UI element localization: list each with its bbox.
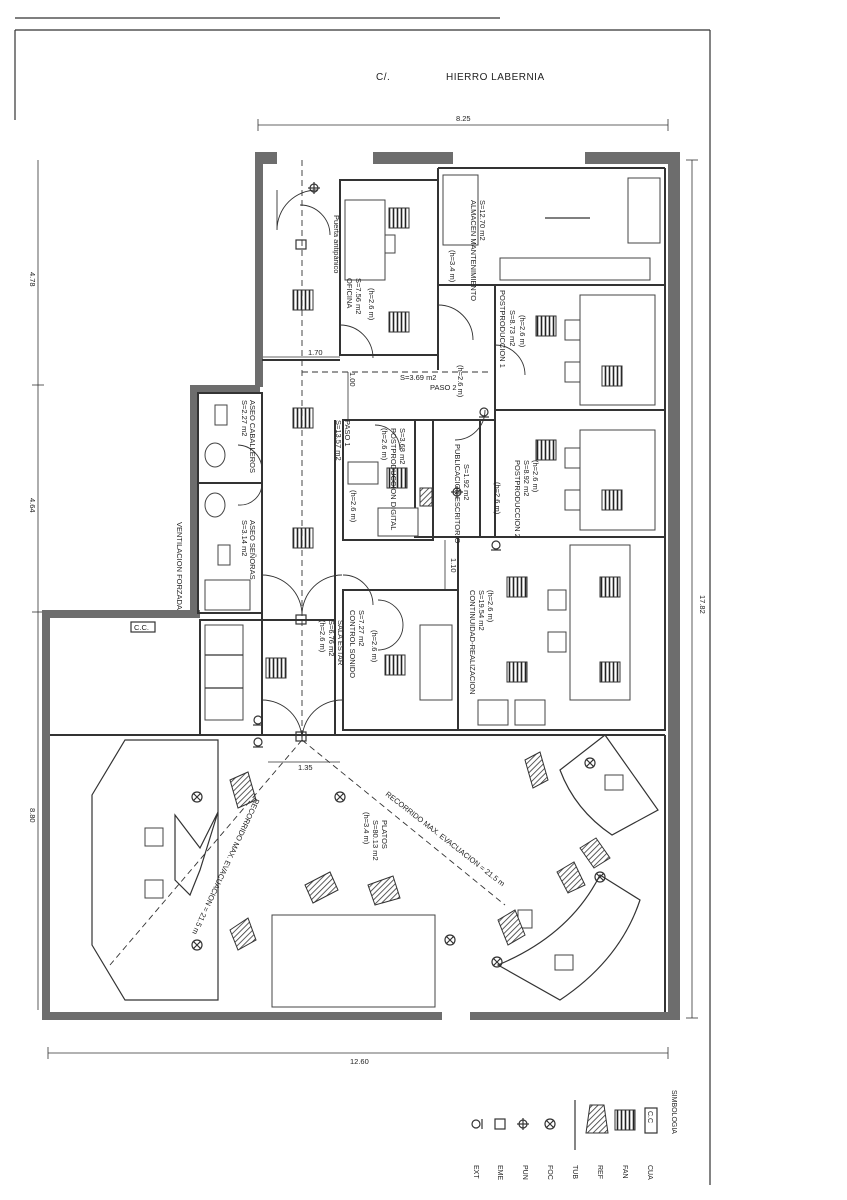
oficina-area: S=7.56 m2 — [354, 278, 363, 314]
control-sonido-area: S=7.27 m2 — [357, 610, 366, 646]
paso2-area: S=3.69 m2 — [400, 373, 436, 382]
post2-height: (h=2.6 m) — [531, 460, 540, 493]
post-dig-name: POSTPRODUCCION DIGITAL — [389, 428, 398, 530]
cc-boxes: C.C. — [130, 621, 156, 633]
sala-estar-name: SALA ESTAR — [336, 620, 345, 666]
post1-name: POSTPRODUCCION 1 — [498, 290, 507, 368]
dim-left-upper: 4.78 — [28, 272, 37, 287]
control-sonido-height: (h=2.6 m) — [370, 630, 379, 663]
evacuation-routes — [109, 160, 506, 966]
post-dig-area: S=3.68 m2 — [398, 428, 407, 464]
emergency-lights — [295, 239, 307, 742]
ventilation-grilles — [265, 207, 623, 683]
almacen-name: ALMACEN MANTENIMIENTO — [469, 200, 478, 301]
dim-top-label: 8.25 — [456, 114, 471, 123]
cc-label: C.C. — [134, 623, 149, 632]
sala-estar-height: (h=2.6 m) — [318, 620, 327, 653]
legend-label-1: CUA — [646, 1165, 653, 1180]
legend-label-6: PUN — [521, 1165, 528, 1180]
post2-height-b: (h=2.6 m) — [493, 482, 502, 515]
exterior-walls — [42, 152, 680, 1020]
legend-label-2: FAN — [621, 1165, 628, 1179]
continuidad-name: CONTINUIDAD-REALIZACION — [468, 590, 477, 695]
post2-area: S=8.92 m2 — [522, 460, 531, 496]
oficina-height: (h=2.6 m) — [367, 288, 376, 321]
almacen-height: (h=3.4 m) — [448, 250, 457, 283]
legend-label-8: EXT — [472, 1165, 479, 1179]
legend-label-7: EME — [496, 1165, 503, 1181]
platos-area: S=80.13 m2 — [371, 820, 380, 861]
sala-estar-area: S=6.76 m2 — [327, 620, 336, 656]
legend-label-5: FOC — [546, 1165, 553, 1180]
aseo-sen-area: S=3.14 m2 — [240, 520, 249, 556]
dim-right-label: 17.82 — [698, 595, 707, 614]
oficina-extra: Puerta antipánico — [332, 215, 341, 273]
legend-label-3: REF — [596, 1165, 603, 1179]
exit-signs — [253, 407, 501, 748]
aseo-sen-name: ASEO SEÑORAS — [248, 520, 257, 580]
recorrido-label-right: RECORRIDO MAX. EVACUACION = 21.5 m — [384, 789, 507, 888]
room-labels: S=12.70 m2 ALMACEN MANTENIMIENTO (h=3.4 … — [175, 200, 540, 936]
street-name: HIERRO LABERNIA — [446, 72, 545, 83]
publicacion-name: PUBLICACION ESCRITORIO — [453, 444, 462, 544]
post2-name: POSTPRODUCCION 2 — [513, 460, 522, 538]
paso1-area: S=13.57 m2 — [334, 420, 343, 461]
dim-170: 1.70 — [308, 348, 323, 357]
continuidad-area: S=19.54 m2 — [477, 590, 486, 631]
fire-detectors — [191, 757, 606, 968]
dimension-right: 17.82 — [686, 159, 707, 1019]
hatched-fixtures — [229, 487, 611, 951]
paso1-height: (h=2.6 m) — [349, 490, 358, 523]
aseo-cab-name: ASEO CABALLEROS — [248, 400, 257, 473]
post-dig-height: (h=2.6 m) — [380, 428, 389, 461]
legend-cc-symbol: C.C — [646, 1111, 653, 1123]
dimension-top: 8.25 — [257, 114, 669, 131]
paso1-name: PASO 1 — [343, 420, 352, 447]
dimension-bottom: 12.60 — [47, 1047, 669, 1066]
paso2-name: PASO 2 — [430, 383, 457, 392]
legend-title: SIMBOLOGIA — [670, 1090, 677, 1134]
platos-height: (h=3.4 m) — [362, 812, 371, 845]
dim-100: 1.00 — [348, 372, 357, 387]
dim-left-middle: 4.64 — [28, 498, 37, 513]
paso2-height: (h=2.6 m) — [456, 365, 465, 398]
post1-area: S=8.73 m2 — [508, 310, 517, 346]
dim-left-lower: 8.80 — [28, 808, 37, 823]
legend: SIMBOLOGIA C.C CUA FAN REF TUB FOC PUN E… — [471, 1090, 677, 1181]
legend-label-4: TUB — [571, 1165, 578, 1179]
ventilacion-label: VENTILACION FORZADA — [175, 522, 184, 610]
interior-dimensions: 1.70 1.00 1.10 1.35 — [298, 348, 458, 772]
continuidad-height: (h=2.6 m) — [486, 590, 495, 623]
street-prefix: C/. — [376, 72, 390, 83]
oficina-name: OFICINA — [345, 278, 354, 308]
control-sonido-name: CONTROL SONIDO — [348, 610, 357, 678]
extinguishers — [308, 182, 463, 498]
dim-110: 1.10 — [449, 558, 458, 573]
almacen-area: S=12.70 m2 — [478, 200, 487, 241]
interior-walls — [50, 167, 666, 1012]
dim-135: 1.35 — [298, 763, 313, 772]
platos-name: PLATOS — [380, 820, 389, 849]
publicacion-area: S=1.92 m2 — [462, 464, 471, 500]
aseo-cab-area: S=2.27 m2 — [240, 400, 249, 436]
doors — [237, 189, 526, 741]
dimension-left: 4.78 4.64 8.80 — [28, 160, 44, 1010]
dim-bottom-label: 12.60 — [350, 1057, 369, 1066]
post1-height: (h=2.6 m) — [518, 315, 527, 348]
